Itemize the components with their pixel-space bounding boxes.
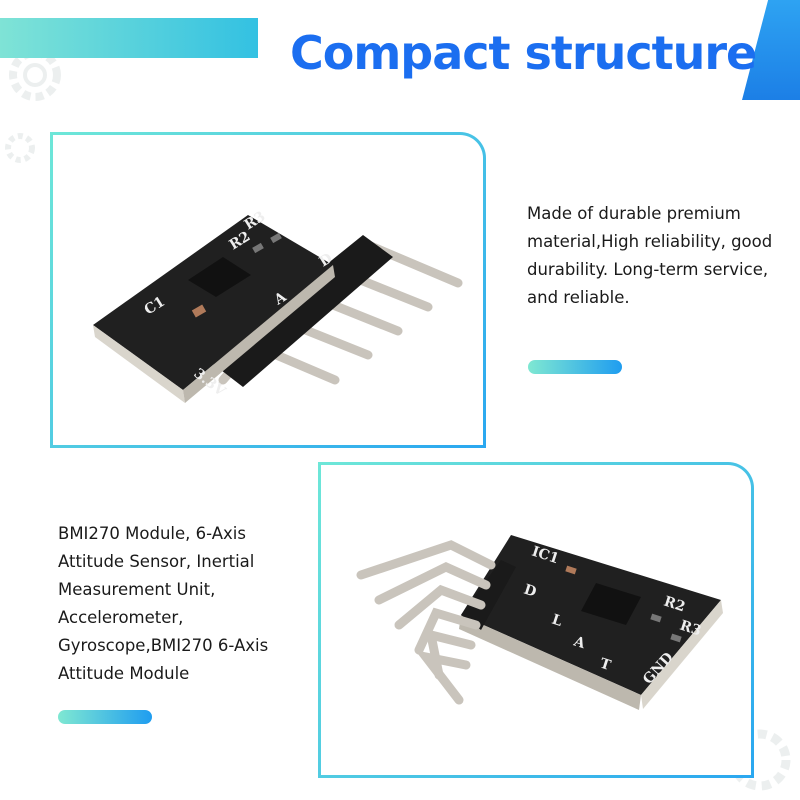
bottom-image-frame: IC1 D L A T R2 R3 GND [318, 462, 754, 778]
bottom-description: BMI270 Module, 6-Axis Attitude Sensor, I… [58, 524, 269, 683]
page-title: Compact structure [290, 26, 757, 80]
top-left-banner [0, 18, 258, 58]
top-accent-bar [528, 360, 622, 374]
gear-icon [5, 133, 35, 163]
module-board-image-top: R3 R2 C1 D A 3.3V [73, 175, 473, 415]
silk-d: D [522, 582, 538, 601]
silk-r2: R2 [662, 594, 687, 616]
top-description: Made of durable premium material,High re… [527, 204, 773, 307]
bottom-accent-bar [58, 710, 152, 724]
gear-icon [9, 49, 61, 101]
module-board-image-bottom: IC1 D L A T R2 R3 GND [341, 505, 741, 745]
silk-r3: R3 [678, 618, 703, 640]
top-image-frame: R3 R2 C1 D A 3.3V [50, 132, 486, 448]
